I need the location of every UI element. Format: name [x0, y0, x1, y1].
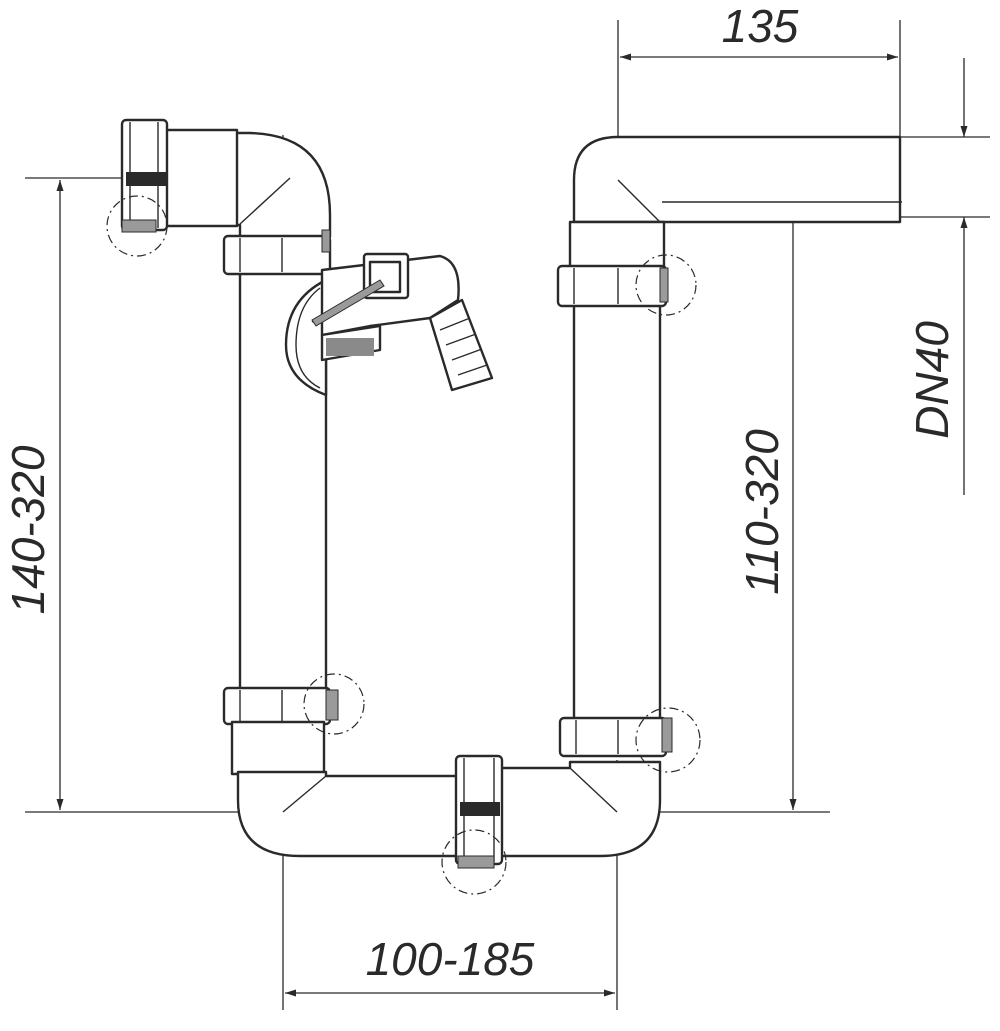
top-left-elbow [230, 131, 332, 239]
top-right-socket [568, 220, 666, 270]
hose-connector [284, 252, 494, 397]
right-lower-seal-hatch [661, 717, 673, 753]
nozzle-barb [445, 333, 477, 346]
elbow-miter-line [282, 775, 327, 813]
valve-flap-hatch [311, 279, 385, 327]
hose-connector-insert [326, 338, 374, 356]
detail-hatch-top-left [121, 219, 157, 233]
detail-hatch-left-lower [325, 689, 339, 721]
top-left-socket [163, 128, 239, 228]
left-vertical-pipe [238, 253, 328, 697]
nozzle-barb [457, 364, 488, 376]
nozzle-barb [451, 348, 483, 361]
dimension-label-135: 135 [722, 0, 799, 52]
detail-circle-left-lower [303, 673, 365, 735]
dimension-labels: 135 DN40 140-320 110-320 100-185 [2, 0, 958, 985]
hose-connector-saddle [284, 278, 328, 397]
saddle-inner-line [295, 287, 321, 389]
seal-detail-callouts [106, 195, 701, 895]
right-upper-seal-hatch [659, 267, 669, 303]
dimension-label-100-185: 100-185 [366, 933, 535, 985]
nozzle-barb [439, 317, 471, 331]
detail-hatch-bottom [457, 855, 495, 869]
bottom-pipe-assembly [236, 754, 662, 866]
top-left-seal [126, 172, 166, 186]
left-lower-socket [230, 720, 326, 776]
elbow-miter-line [569, 767, 618, 813]
bottom-middle-seal [460, 802, 500, 816]
detail-circle-right-lower [635, 707, 701, 773]
right-vertical-pipe [572, 298, 662, 732]
detail-circle-bottom [441, 829, 507, 895]
detail-circle-right-upper [635, 254, 697, 316]
dimension-label-dn40: DN40 [906, 321, 958, 439]
top-right-elbow-outlet [572, 135, 902, 224]
elbow-miter-line [617, 179, 661, 223]
detail-circle-top-left [106, 195, 168, 257]
dimension-label-140-320: 140-320 [2, 445, 54, 614]
elbow-miter-line [239, 177, 291, 225]
left-upper-nut [222, 234, 332, 276]
left-upper-seal-hatch [321, 229, 331, 253]
right-pipe-assembly [556, 135, 902, 758]
dimension-label-110-320: 110-320 [736, 429, 788, 595]
hose-nozzle [428, 298, 494, 392]
bottom-right-elbow [498, 760, 662, 858]
left-pipe-assembly [120, 118, 335, 776]
bottom-left-elbow [236, 770, 464, 858]
